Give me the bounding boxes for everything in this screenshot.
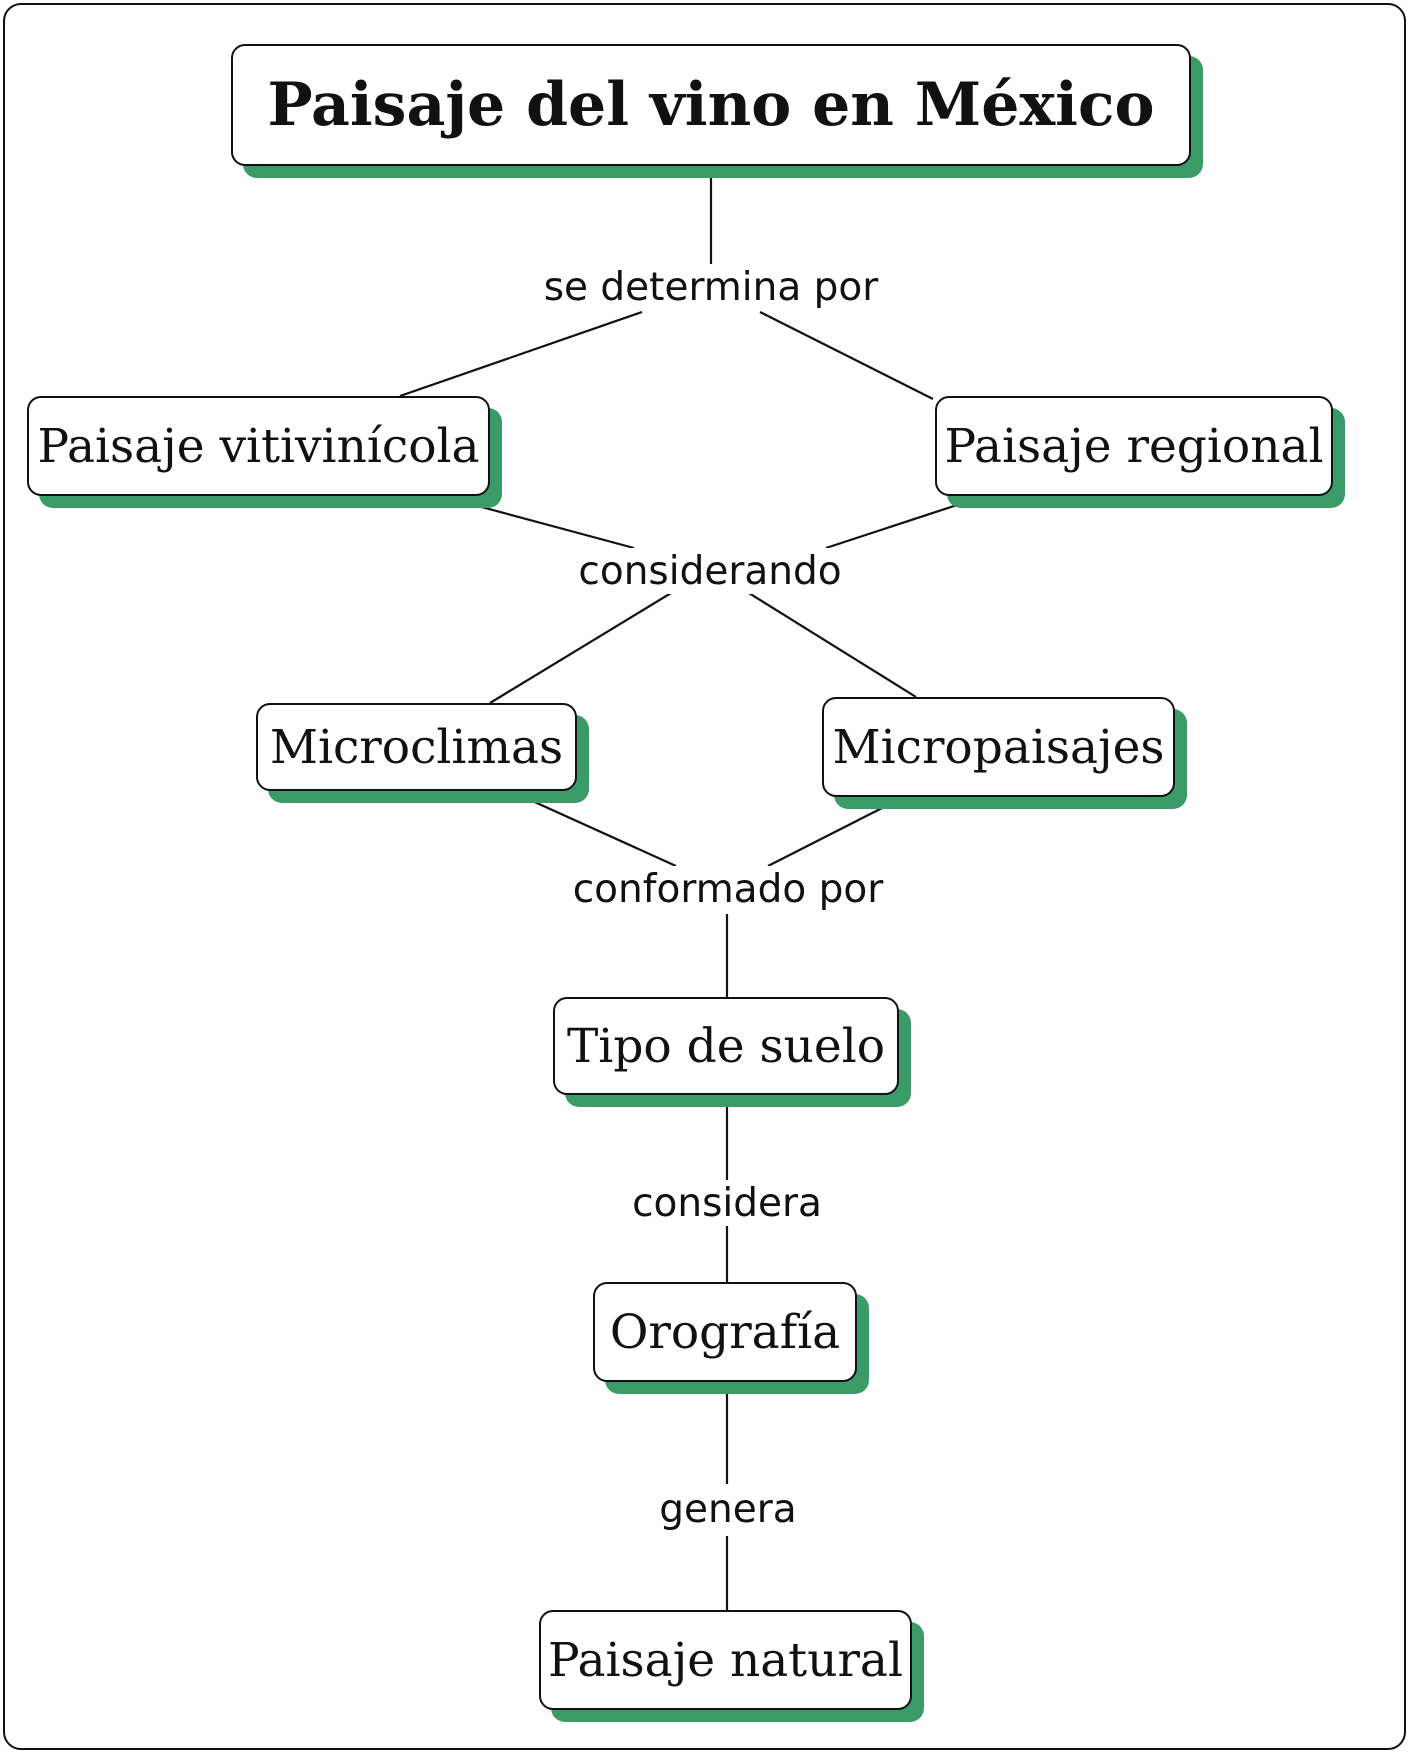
node-paisaje-vitivinicola: Paisaje vitivinícola xyxy=(27,396,490,496)
connector-microclimas-to-conformado xyxy=(527,797,677,868)
link-genera: genera xyxy=(638,1486,818,1532)
node-microclimas-label: Microclimas xyxy=(269,719,564,775)
node-orografia-label: Orografía xyxy=(609,1304,841,1360)
link-considerando: considerando xyxy=(548,548,872,594)
main-title-node: Paisaje del vino en México xyxy=(231,44,1191,166)
node-paisaje-natural-label: Paisaje natural xyxy=(547,1632,903,1688)
link-se-determina-por: se determina por xyxy=(521,264,901,310)
connector-micropaisajes-to-conformado xyxy=(767,805,887,867)
node-orografia: Orografía xyxy=(593,1282,857,1382)
node-paisaje-regional-label: Paisaje regional xyxy=(944,418,1324,474)
connector-considerando-to-micropaisajes xyxy=(743,589,917,698)
node-microclimas: Microclimas xyxy=(256,703,577,791)
node-micropaisajes: Micropaisajes xyxy=(822,697,1175,797)
link-considera: considera xyxy=(610,1180,844,1226)
diagram-frame xyxy=(3,3,1406,1750)
connector-regional-to-considerando xyxy=(825,502,961,550)
connector-vitivinicola-to-considerando xyxy=(477,504,635,550)
node-tipo-de-suelo-label: Tipo de suelo xyxy=(566,1018,886,1074)
node-paisaje-natural: Paisaje natural xyxy=(539,1610,912,1710)
node-paisaje-vitivinicola-label: Paisaje vitivinícola xyxy=(37,418,480,474)
node-tipo-de-suelo: Tipo de suelo xyxy=(553,997,899,1095)
node-paisaje-regional: Paisaje regional xyxy=(935,396,1333,496)
connector-se-determina-to-vitivinicola xyxy=(399,310,643,398)
link-conformado-por: conformado por xyxy=(542,866,914,912)
connector-se-determina-to-regional xyxy=(759,311,934,400)
node-micropaisajes-label: Micropaisajes xyxy=(832,719,1165,775)
main-title: Paisaje del vino en México xyxy=(267,70,1155,140)
connector-considerando-to-microclimas xyxy=(489,589,677,704)
